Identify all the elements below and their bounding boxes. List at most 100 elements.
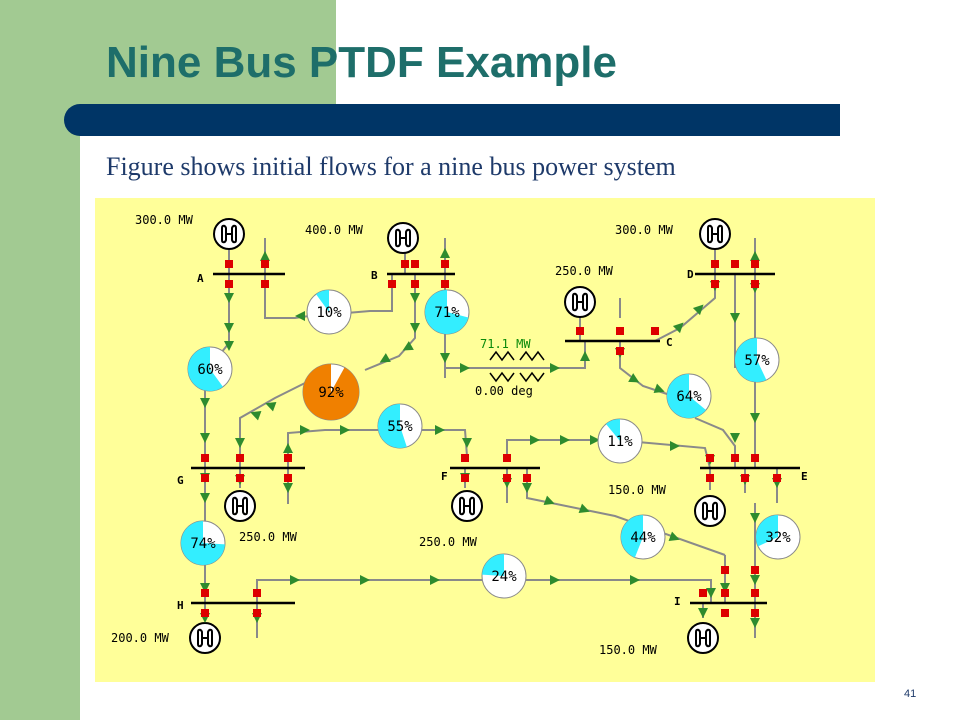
pie-fill [735, 338, 767, 382]
breaker[interactable] [711, 280, 719, 288]
power-system-diagram: A B C D E F G H I 300.0 MW 400.0 MW 250.… [95, 198, 875, 682]
loading-pie-g-h[interactable]: 74% [180, 520, 226, 566]
breaker[interactable] [388, 280, 396, 288]
breaker[interactable] [253, 589, 261, 597]
loading-pie-a-g[interactable]: 60% [187, 346, 233, 392]
generator-f-icon[interactable] [451, 490, 483, 522]
gen-h-output: 200.0 MW [111, 631, 170, 645]
breaker[interactable] [261, 260, 269, 268]
loading-percent-label: 64% [676, 389, 702, 405]
top-accent-band [80, 0, 336, 104]
transformer-icon [519, 350, 545, 383]
loading-pie-c-e[interactable]: 64% [666, 373, 712, 419]
breaker[interactable] [441, 260, 449, 268]
breaker[interactable] [503, 454, 511, 462]
breaker[interactable] [699, 589, 707, 597]
breaker[interactable] [751, 566, 759, 574]
loading-pie-f-i[interactable]: 44% [620, 514, 666, 560]
breaker[interactable] [201, 454, 209, 462]
breaker[interactable] [236, 454, 244, 462]
breaker[interactable] [201, 474, 209, 482]
flow-arrow [340, 425, 350, 435]
pie-fill [621, 515, 643, 558]
flow-arrow [706, 588, 716, 598]
generator-d-icon[interactable] [699, 218, 731, 250]
line-loading-pies: 10% 71% 60% 92% 55% 64% 57% 11% 44% 32% … [180, 289, 801, 599]
pie-fill [316, 290, 329, 312]
breaker[interactable] [751, 609, 759, 617]
generator-a-icon[interactable] [213, 218, 245, 250]
flow-arrow [628, 373, 640, 383]
flow-arrow [460, 363, 470, 373]
breaker[interactable] [751, 454, 759, 462]
breaker[interactable] [751, 280, 759, 288]
loading-pie-e-i[interactable]: 32% [755, 514, 801, 560]
breaker[interactable] [773, 474, 781, 482]
loading-pie-a-b[interactable]: 10% [306, 289, 352, 335]
breaker[interactable] [253, 609, 261, 617]
breaker[interactable] [201, 609, 209, 617]
breaker[interactable] [236, 474, 244, 482]
breaker[interactable] [461, 454, 469, 462]
breaker[interactable] [284, 454, 292, 462]
breaker[interactable] [721, 589, 729, 597]
loading-pie-d-e[interactable]: 57% [734, 337, 780, 383]
breaker[interactable] [721, 566, 729, 574]
flow-arrow [750, 251, 760, 261]
loading-percent-label: 11% [607, 434, 633, 450]
flow-arrow [379, 353, 391, 363]
loading-percent-label: 55% [387, 419, 413, 435]
breaker[interactable] [261, 280, 269, 288]
bus-label-b: B [371, 269, 378, 282]
breaker[interactable] [751, 260, 759, 268]
transformer-icon [489, 350, 515, 383]
loading-percent-label: 92% [318, 385, 344, 401]
breaker[interactable] [284, 474, 292, 482]
generators [189, 218, 731, 654]
generator-outputs: 300.0 MW 400.0 MW 250.0 MW 300.0 MW 150.… [111, 213, 674, 657]
breaker[interactable] [616, 327, 624, 335]
breaker[interactable] [461, 474, 469, 482]
gen-i-output: 150.0 MW [599, 643, 658, 657]
breaker[interactable] [721, 609, 729, 617]
breaker[interactable] [441, 280, 449, 288]
breaker[interactable] [411, 260, 419, 268]
generator-i-icon[interactable] [687, 622, 719, 654]
breaker[interactable] [711, 260, 719, 268]
loading-percent-label: 71% [434, 305, 460, 321]
flow-arrow [653, 383, 665, 393]
gen-g-output: 250.0 MW [239, 530, 298, 544]
loading-pie-f-e[interactable]: 11% [597, 418, 643, 464]
breaker[interactable] [731, 260, 739, 268]
generator-h-icon[interactable] [189, 622, 221, 654]
generator-e-icon[interactable] [694, 495, 726, 527]
breaker[interactable] [225, 280, 233, 288]
loading-pie-g-f[interactable]: 55% [377, 403, 423, 449]
flow-arrow [360, 575, 370, 585]
breaker[interactable] [616, 347, 624, 355]
breaker[interactable] [741, 474, 749, 482]
generator-g-icon[interactable] [224, 490, 256, 522]
breaker[interactable] [201, 589, 209, 597]
breaker[interactable] [706, 474, 714, 482]
breaker[interactable] [576, 327, 584, 335]
breaker[interactable] [503, 474, 511, 482]
breaker[interactable] [401, 260, 409, 268]
phase-shifter[interactable]: 71.1 MW 0.00 deg [475, 337, 545, 398]
breaker[interactable] [751, 589, 759, 597]
loading-pie-b-f[interactable]: 71% [424, 289, 470, 335]
flow-arrow [750, 618, 760, 628]
breaker[interactable] [411, 280, 419, 288]
flow-arrow [224, 323, 234, 333]
loading-percent-label: 32% [765, 530, 791, 546]
breaker[interactable] [706, 454, 714, 462]
breaker[interactable] [731, 454, 739, 462]
generator-c-icon[interactable] [564, 286, 596, 318]
breaker[interactable] [225, 260, 233, 268]
breaker[interactable] [523, 474, 531, 482]
generator-b-icon[interactable] [387, 222, 419, 254]
loading-pie-b-g[interactable]: 92% [302, 363, 360, 421]
breaker[interactable] [651, 327, 659, 335]
loading-pie-h-i[interactable]: 24% [481, 553, 527, 599]
title-underline-bar [64, 104, 840, 136]
